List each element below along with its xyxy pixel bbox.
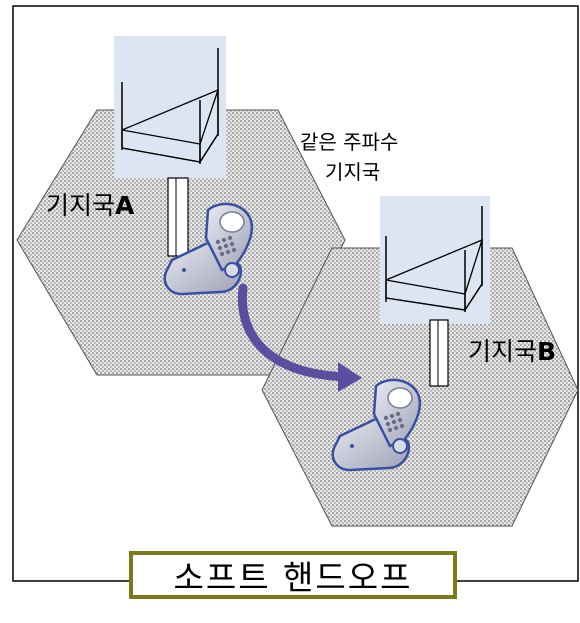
base-station-b-suffix: B [537, 337, 557, 366]
base-station-b-prefix: 기지국 [468, 337, 538, 366]
handoff-arrowhead-icon [338, 362, 362, 392]
mobile-phone-a-icon [163, 202, 253, 296]
handoff-arrow-icon [237, 283, 355, 382]
diagram-title: 소프트 핸드오프 [173, 558, 413, 597]
base-station-a-label: 기지국A [46, 186, 134, 222]
base-station-b-label: 기지국B [468, 332, 556, 368]
diagram-title-box: 소프트 핸드오프 [129, 551, 457, 599]
base-station-a-suffix: A [115, 191, 135, 220]
base-station-a-prefix: 기지국 [46, 191, 116, 220]
mobile-phone-b-icon [331, 378, 421, 472]
base-station-b-tower-icon [380, 196, 490, 387]
same-frequency-note-line1: 같은 주파수 [300, 130, 399, 154]
same-frequency-note-line2: 기지국 [325, 160, 381, 184]
